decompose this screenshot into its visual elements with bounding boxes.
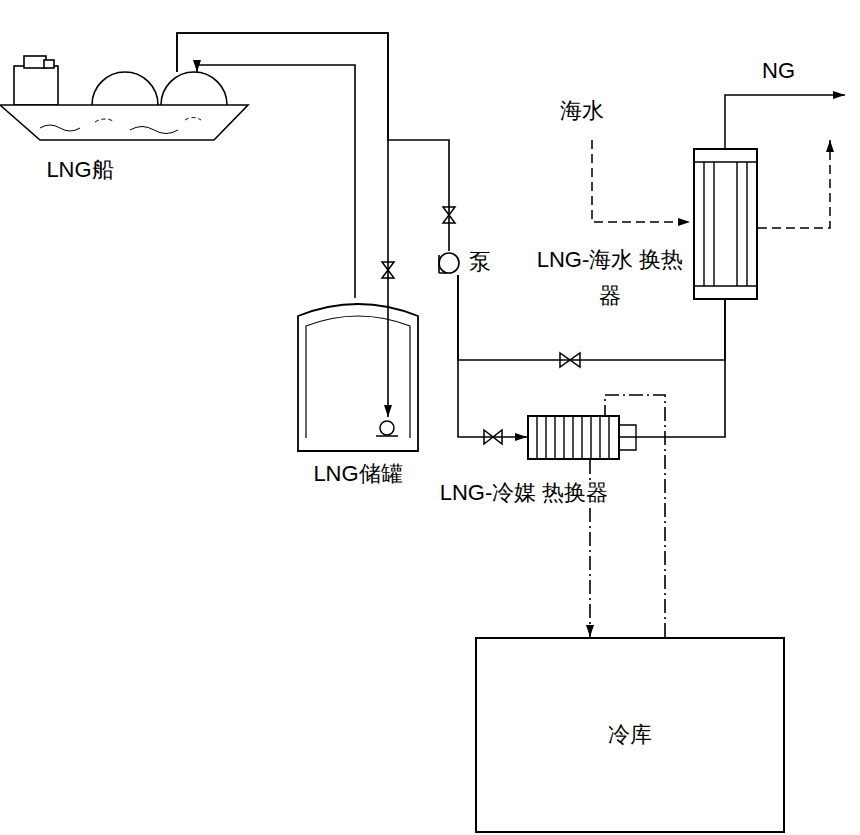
- stream-label: NG: [762, 56, 795, 86]
- node-label-box: 冷库: [477, 639, 783, 831]
- lng-pipe: [458, 275, 725, 360]
- node-label-box: LNG船: [20, 152, 140, 188]
- seawater-in-line: [592, 140, 690, 222]
- tank-outline: [297, 298, 419, 452]
- stream-label-text: 海水: [560, 98, 604, 123]
- stream-label-text: NG: [762, 58, 795, 83]
- node-label-box: LNG储罐: [277, 456, 439, 492]
- node-label: 泵: [469, 249, 491, 274]
- node-label-box: LNG-冷媒 热换器: [439, 475, 609, 511]
- valves: [382, 207, 580, 444]
- submerged-pump: [376, 421, 398, 436]
- lng-pipe: [177, 33, 388, 417]
- node-label-box: 泵: [469, 244, 509, 280]
- node-label: 冷库: [608, 717, 652, 753]
- lng-pipe: [620, 300, 725, 437]
- node-label: LNG-冷媒 热换器: [440, 480, 609, 505]
- node-label-box: LNG-海水 换热器: [530, 242, 690, 314]
- cold-storage-box: 冷库: [475, 637, 785, 833]
- heat-exchanger: LNG-海水 换热器: [693, 148, 758, 300]
- heat-exchanger: LNG-冷媒 热换器: [527, 415, 620, 460]
- seawater-out-line: [758, 140, 830, 228]
- coolant-line: [605, 395, 665, 637]
- ship-node: LNG船: [0, 72, 250, 180]
- node-label: LNG储罐: [313, 461, 402, 486]
- node-label: LNG船: [46, 157, 113, 182]
- lng-pipe: [197, 65, 355, 298]
- lng-pipe: [458, 275, 527, 437]
- lng-ship: [0, 56, 248, 140]
- ng-outlet-line: [725, 95, 845, 148]
- pump-symbol: 泵: [437, 251, 461, 275]
- stream-label: 海水: [560, 96, 604, 126]
- node-label: LNG-海水 换热器: [537, 247, 684, 308]
- lng-pipe: [177, 33, 449, 251]
- pump-outline: [437, 251, 461, 275]
- storage-tank: LNG储罐: [297, 298, 419, 452]
